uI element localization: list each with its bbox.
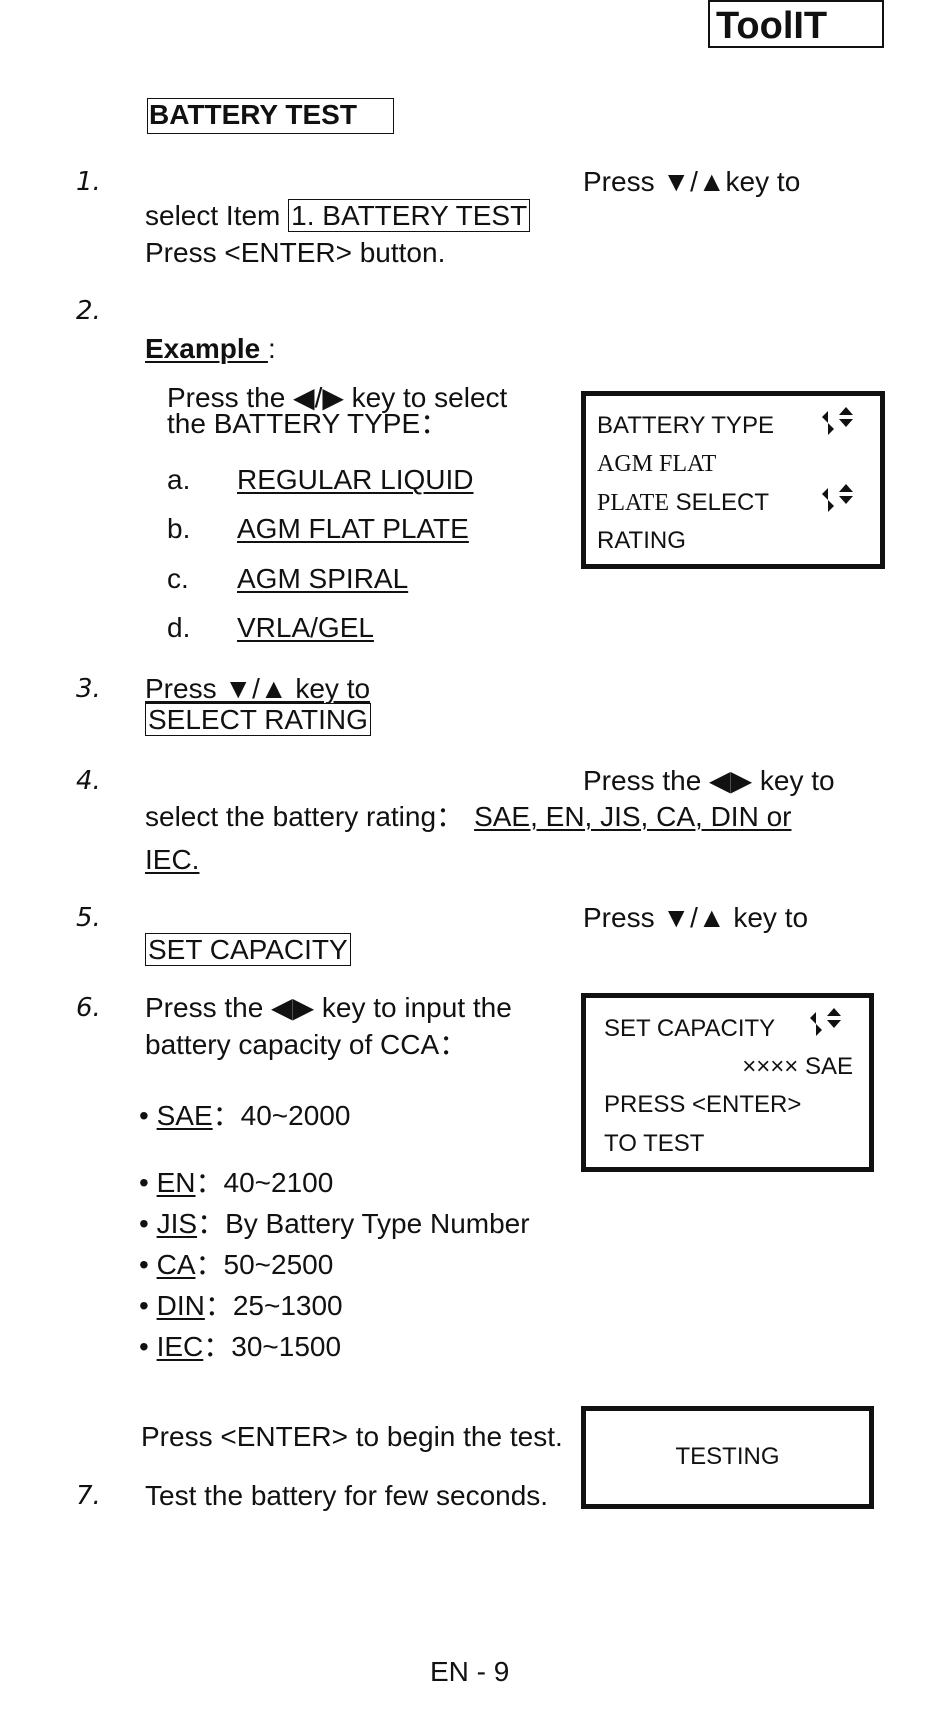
bullet: • — [139, 1167, 149, 1198]
bullet: • — [139, 1208, 149, 1239]
step-7-text: Test the battery for few seconds. — [145, 1480, 549, 1511]
range-std: DIN — [156, 1290, 205, 1321]
bullet: • — [139, 1290, 149, 1321]
range-std: SAE — [156, 1100, 213, 1131]
step-4-line-2: select the battery rating： SAE, EN, JIS, … — [145, 801, 791, 833]
range-value: ：By Battery Type Number — [197, 1208, 530, 1239]
toolit-logo: ToolIT — [708, 0, 884, 48]
bullet: • — [139, 1331, 149, 1362]
step-3-box: SELECT RATING — [145, 703, 371, 736]
svg-text:ToolIT: ToolIT — [716, 5, 827, 47]
lcd-battery-type-line-2: AGM FLAT — [597, 451, 717, 477]
step-7-number: 7. — [76, 1481, 101, 1511]
type-a-letter: a. — [167, 464, 191, 495]
step-1-enter: Press <ENTER> button. — [145, 237, 446, 268]
type-b-label: AGM FLAT PLATE — [237, 513, 469, 544]
example-label: Example : — [145, 333, 276, 365]
step-1-item-box: 1. BATTERY TEST — [288, 199, 531, 232]
arrow-keys-icon — [810, 1008, 841, 1036]
set-capacity-box: SET CAPACITY — [145, 933, 351, 966]
step-2-line-1: Press the ◀/▶ key to select — [167, 382, 508, 413]
range-value: ：25~1300 — [204, 1290, 343, 1321]
type-d-label: VRLA/GEL — [237, 612, 374, 643]
range-std: IEC — [156, 1331, 204, 1362]
type-d-letter: d. — [167, 612, 191, 643]
lcd-set-capacity-line-3: PRESS <ENTER> — [604, 1091, 802, 1118]
step-4-line-3: IEC. — [145, 844, 200, 875]
range-value: ：40~2100 — [195, 1167, 334, 1198]
step-6-number: 6. — [76, 993, 101, 1023]
range-jis: • JIS：By Battery Type Number — [139, 1208, 530, 1240]
step-5-number: 5. — [76, 903, 101, 933]
step-2-number: 2. — [76, 296, 101, 326]
range-std: CA — [156, 1249, 196, 1280]
begin-test-text: Press <ENTER> to begin the test. — [141, 1421, 563, 1452]
type-b-letter: b. — [167, 513, 191, 544]
step-4-number: 4. — [76, 766, 101, 796]
lcd-line-3-sans: SELECT — [669, 489, 770, 516]
step-2-line-2: the BATTERY TYPE： — [167, 408, 449, 439]
lcd-set-capacity-line-1: SET CAPACITY — [604, 1015, 776, 1042]
select-rating-box: SELECT RATING — [145, 703, 371, 736]
range-value: ：30~1500 — [203, 1331, 342, 1362]
range-value: ：40~2000 — [212, 1100, 351, 1131]
step-5-press: Press ▼/▲ key to — [583, 902, 809, 933]
range-ca: • CA：50~2500 — [139, 1249, 333, 1281]
type-a-label: REGULAR LIQUID — [237, 464, 474, 495]
range-value: ：50~2500 — [195, 1249, 334, 1280]
lcd-set-capacity-line-2: ×××× SAE — [742, 1053, 853, 1080]
range-std: JIS — [156, 1208, 198, 1239]
lcd-testing: TESTING — [581, 1406, 874, 1509]
range-din: • DIN：25~1300 — [139, 1290, 343, 1322]
lcd-set-capacity-line-4: TO TEST — [604, 1130, 705, 1157]
lcd-battery-type-line-4: RATING — [597, 527, 686, 554]
arrow-keys-icon — [822, 407, 853, 435]
range-en: • EN：40~2100 — [139, 1167, 333, 1199]
range-sae: • SAE：40~2000 — [139, 1100, 350, 1132]
step-1-select: select Item 1. BATTERY TEST — [145, 199, 531, 232]
step-4-press: Press the ◀▶ key to — [583, 765, 835, 796]
lcd-line-3-serif: PLATE — [597, 490, 669, 516]
lcd-battery-type-line-3: PLATE SELECT — [597, 489, 769, 517]
example-colon: : — [267, 333, 276, 364]
range-iec: • IEC：30~1500 — [139, 1331, 341, 1363]
arrow-keys-icon — [822, 484, 853, 512]
lcd-set-capacity: SET CAPACITY ×××× SAE PRESS <ENTER> TO T… — [581, 993, 874, 1172]
lcd-battery-type-line-1: BATTERY TYPE — [597, 412, 774, 439]
step-1-number: 1. — [76, 167, 101, 197]
step-6-line-2: battery capacity of CCA： — [145, 1029, 468, 1060]
step-3-line-1: Press ▼/▲ key to — [145, 673, 371, 704]
range-std: EN — [156, 1167, 196, 1198]
bullet: • — [139, 1249, 149, 1280]
step-4-ratings: SAE, EN, JIS, CA, DIN or — [474, 801, 792, 832]
type-c-label: AGM SPIRAL — [237, 563, 409, 594]
lcd-battery-type: BATTERY TYPE AGM FLAT PLATE SELECT RATIN… — [581, 391, 885, 569]
step-4-prefix: select the battery rating： — [145, 801, 465, 832]
step-5-box: SET CAPACITY — [145, 933, 351, 966]
lcd-testing-line-1: TESTING — [675, 1443, 780, 1470]
example-heading: Example — [145, 333, 268, 364]
step-1-select-prefix: select Item — [145, 200, 289, 231]
step-1-press: Press ▼/▲key to — [583, 166, 801, 197]
section-title: BATTERY TEST — [147, 98, 394, 134]
bullet: • — [139, 1100, 149, 1131]
step-3-number: 3. — [76, 674, 101, 704]
type-c-letter: c. — [167, 563, 189, 594]
page-number: EN - 9 — [430, 1656, 510, 1687]
step-6-line-1: Press the ◀▶ key to input the — [145, 992, 512, 1023]
